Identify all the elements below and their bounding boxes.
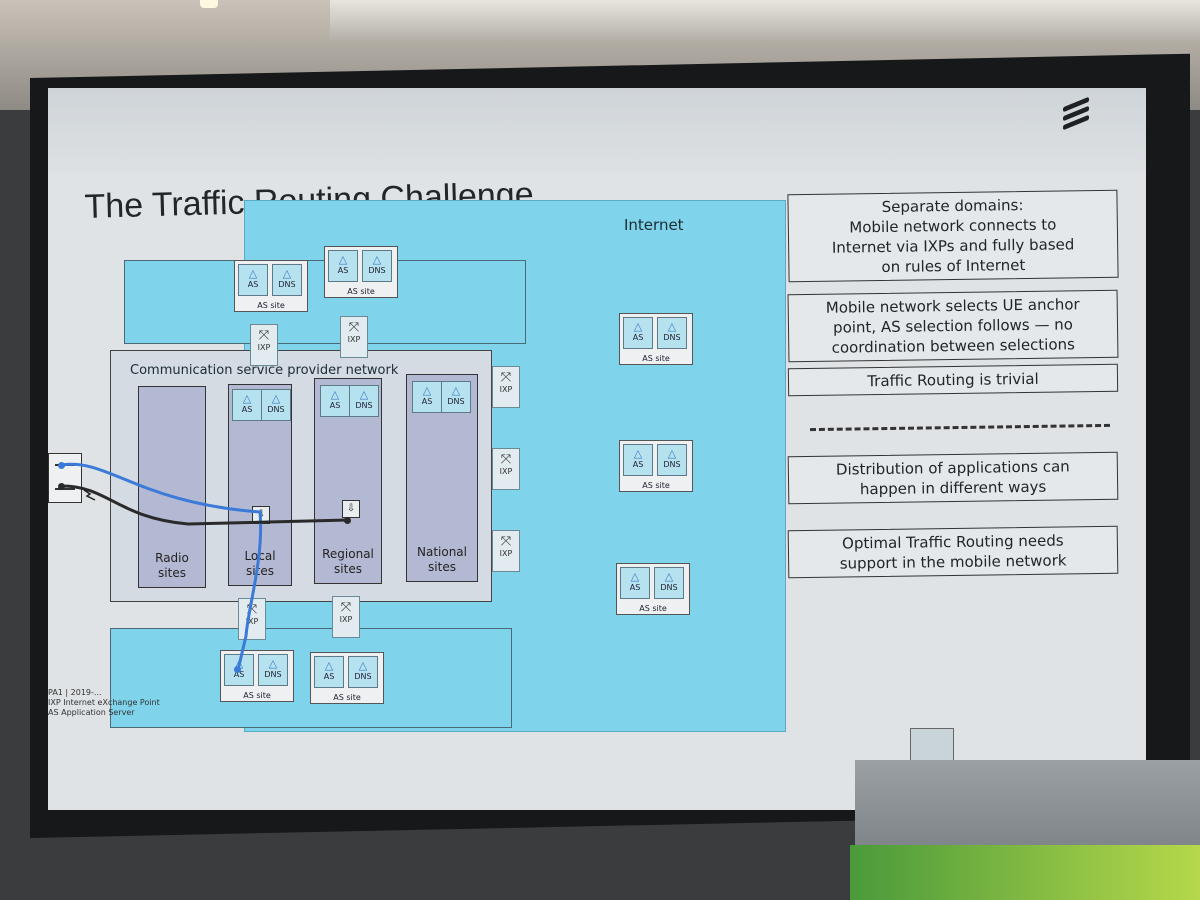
triangle-icon: △ [624, 448, 652, 459]
separate-domains-box: Separate domains: Mobile network connect… [787, 190, 1118, 283]
dns-text: DNS [663, 333, 680, 342]
text-panel: Separate domains: Mobile network connect… [788, 192, 1128, 602]
ericsson-logo-icon [1063, 98, 1093, 128]
as-tile: △AS [620, 567, 650, 599]
slide-footnote: PA1 | 2019-... IXP Internet eXchange Poi… [48, 688, 160, 718]
app-distribution-box: Distribution of applications can happen … [788, 452, 1119, 505]
projected-slide: The Traffic Routing Challenge Internet C… [48, 88, 1146, 810]
ceiling-lamp [200, 0, 218, 8]
as-text: AS [633, 333, 644, 342]
ue-blue-endpoint [58, 462, 65, 469]
dns-tile: △DNS [657, 444, 687, 476]
as-text: AS [633, 460, 644, 469]
blue-traffic-path [62, 464, 261, 670]
as-site: △AS △DNS AS site [616, 563, 690, 615]
footnote-line: PA1 | 2019-... [48, 688, 160, 698]
as-site-caption: AS site [617, 604, 689, 613]
as-site: △AS △DNS AS site [619, 313, 693, 365]
as-blue-endpoint [234, 666, 241, 673]
as-tile: △AS [623, 317, 653, 349]
triangle-icon: △ [658, 448, 686, 459]
footnote-line: IXP Internet eXchange Point [48, 698, 160, 708]
regional-dark-endpoint [344, 517, 351, 524]
optimal-routing-box: Optimal Traffic Routing needs support in… [788, 526, 1119, 579]
triangle-icon: △ [658, 321, 686, 332]
ceiling-light-band [330, 0, 1200, 40]
internet-label: Internet [624, 216, 684, 234]
triangle-icon: △ [624, 321, 652, 332]
as-text: AS [630, 583, 641, 592]
anchor-selection-box: Mobile network selects UE anchor point, … [788, 290, 1119, 363]
ue-dark-endpoint [58, 483, 65, 490]
footnote-line: AS Application Server [48, 708, 160, 718]
dns-tile: △DNS [654, 567, 684, 599]
podium-monitor [850, 845, 1200, 900]
triangle-icon: △ [655, 571, 683, 582]
dns-tile: △DNS [657, 317, 687, 349]
as-tile: △AS [623, 444, 653, 476]
routing-trivial-box: Traffic Routing is trivial [788, 364, 1118, 397]
as-site-caption: AS site [620, 481, 692, 490]
dns-text: DNS [663, 460, 680, 469]
dns-text: DNS [660, 583, 677, 592]
dashed-divider [810, 424, 1110, 431]
as-site: △AS △DNS AS site [619, 440, 693, 492]
triangle-icon: △ [621, 571, 649, 582]
traffic-paths [48, 88, 548, 728]
as-site-caption: AS site [620, 354, 692, 363]
